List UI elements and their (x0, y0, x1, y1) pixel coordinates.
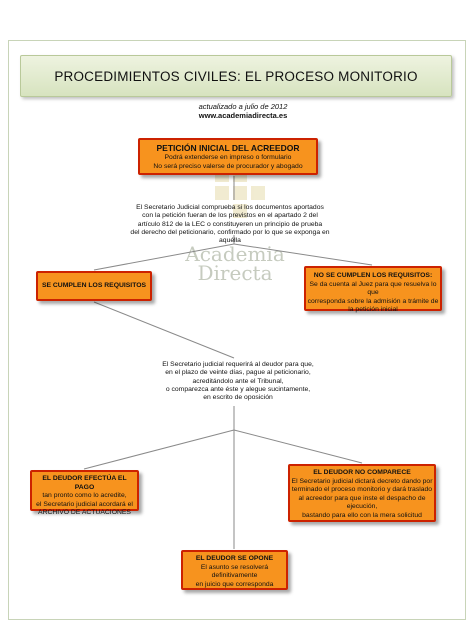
requerimiento-line-3: acreditándolo ante el Tribunal, (192, 377, 284, 385)
no-comparece-heading: EL DEUDOR NO COMPARECE (313, 469, 411, 476)
connector-to-pago (83, 429, 235, 470)
se-opone-line-2: en juicio que corresponda (195, 580, 274, 588)
deudor-paga-line-1: tan pronto como lo acredite, (42, 492, 127, 499)
no-se-cumplen-heading: NO SE CUMPLEN LOS REQUISITOS: (313, 272, 433, 279)
deudor-se-opone-box: EL DEUDOR SE OPONE El asunto se resolver… (181, 550, 288, 590)
requerimiento-line-5: en escrito de oposición (203, 394, 273, 402)
page-frame (8, 40, 466, 620)
revision-line-2: con la petición fueran de los previstos … (142, 212, 318, 220)
no-comparece-line-3: al acreedor para que inste el despacho d… (298, 494, 426, 511)
deudor-paga-line-3: ARCHIVO DE ACTUACIONES (38, 509, 131, 516)
deudor-no-comparece-box: EL DEUDOR NO COMPARECE El Secretario jud… (288, 464, 436, 522)
deudor-paga-heading: EL DEUDOR EFECTÚA EL PAGO (42, 475, 127, 491)
no-se-cumplen-box: NO SE CUMPLEN LOS REQUISITOS: Se da cuen… (304, 266, 442, 313)
requerimiento-line-2: en el plazo de veinte días, pague al pet… (165, 369, 311, 377)
peticion-line-2: No será preciso valerse de procurador y … (153, 162, 303, 170)
se-opone-heading: EL DEUDOR SE OPONE (195, 555, 274, 562)
revision-line-4: del derecho del peticionario, confirmado… (130, 228, 330, 245)
se-opone-line-1: El asunto se resolverá definitivamente (200, 563, 269, 580)
revision-line-3: artículo 812 de la LEC o constituyeren u… (137, 220, 323, 228)
update-note: actualizado a julio de 2012 www.academia… (168, 102, 318, 120)
revision-line-1: El Secretario Judicial comprueba si los … (136, 204, 324, 211)
no-se-cumplen-line-1: Se da cuenta al Juez para que resuelva l… (309, 280, 437, 297)
no-comparece-line-2: terminado el proceso monitorio y dará tr… (291, 486, 433, 493)
deudor-paga-line-2: el Secretario judicial acordará el (36, 500, 133, 508)
requerimiento-line-1: El Secretario judicial requerirá al deud… (162, 361, 314, 368)
connector-left-branch (93, 243, 235, 271)
se-cumplen-box: SE CUMPLEN LOS REQUISITOS (36, 271, 152, 301)
deudor-paga-box: EL DEUDOR EFECTÚA EL PAGO tan pronto com… (30, 470, 139, 516)
requerimiento-text: El Secretario judicial requerirá al deud… (158, 361, 318, 402)
secretario-revision-text: El Secretario Judicial comprueba si los … (120, 204, 340, 245)
peticion-line-1: Podrá extenderse en impreso o formulario (164, 154, 292, 161)
no-se-cumplen-line-3: la petición inicial (348, 306, 398, 313)
no-comparece-line-4: bastando para ello con la mera solicitud (302, 511, 422, 519)
peticion-inicial-box: PETICIÓN INICIAL DEL ACREEDOR Podrá exte… (138, 138, 318, 175)
watermark-text: Academia Directa (180, 242, 290, 285)
connector-cumplen-to-requerimiento (93, 301, 235, 359)
watermark-line-1: Academia (185, 242, 285, 266)
requerimiento-line-4: o comparezca ante éste y alegue sucintam… (165, 385, 311, 393)
no-comparece-line-1: El Secretario judicial dictará decreto d… (291, 477, 433, 485)
page-title: PROCEDIMIENTOS CIVILES: EL PROCESO MONIT… (20, 55, 452, 97)
update-date: actualizado a julio de 2012 (198, 102, 288, 111)
connector-to-no-comparece (233, 429, 363, 464)
connector-right-branch (233, 243, 373, 266)
se-cumplen-heading: SE CUMPLEN LOS REQUISITOS (41, 281, 147, 289)
no-se-cumplen-line-2: corresponda sobre la admisión a trámite … (307, 297, 439, 305)
website-link[interactable]: www.academiadirecta.es (198, 111, 288, 120)
watermark-line-2: Directa (197, 261, 273, 285)
peticion-heading: PETICIÓN INICIAL DEL ACREEDOR (156, 143, 300, 153)
